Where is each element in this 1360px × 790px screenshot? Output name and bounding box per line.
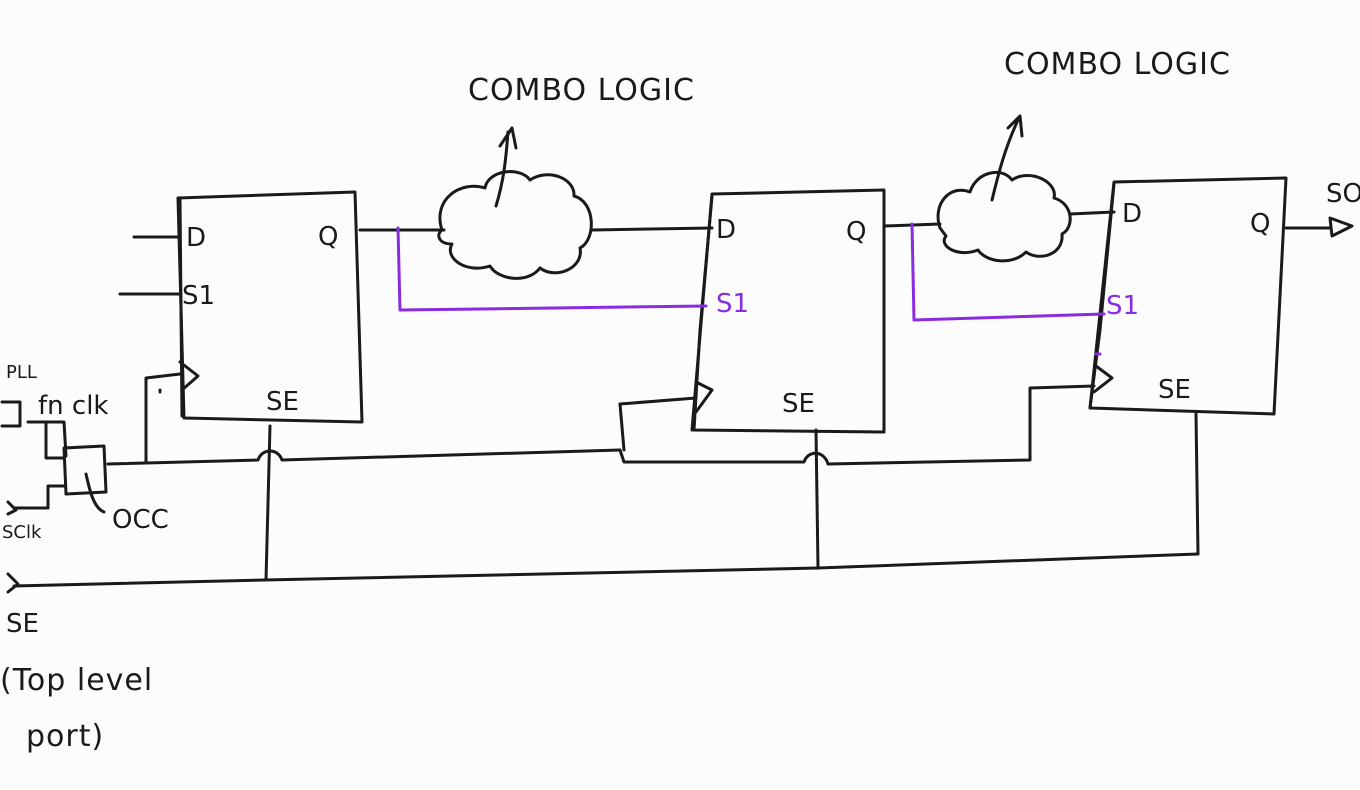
se-port-note-1: (Top level [0, 663, 153, 698]
flop-2-d-label: D [716, 215, 736, 245]
occ-block [12, 420, 108, 514]
se-port-note-2: port) [26, 719, 104, 754]
scan-path-wires [396, 222, 1106, 356]
flop-3-si-label: S1 [1106, 291, 1139, 321]
flop-1-se-label: SE [266, 387, 299, 417]
se-port-label: SE [6, 609, 39, 639]
pll-port [0, 400, 22, 428]
scan-enable-network [6, 412, 1200, 594]
scan-clk-port [6, 500, 18, 516]
scan-clk-label: SClk [2, 522, 42, 543]
flop-1-d-label: D [186, 223, 206, 253]
flop-3-se-label: SE [1158, 375, 1191, 405]
flop-1-si-label: S1 [182, 281, 215, 311]
flop-3: D S1 Q SE [1088, 176, 1288, 416]
flop-1-q-label: Q [318, 222, 338, 252]
flop-2: D S1 Q SE [690, 188, 886, 434]
combo-logic-arrows [494, 114, 1024, 208]
flop-2-si-label: S1 [716, 289, 749, 319]
flop-3-q-label: Q [1250, 209, 1270, 239]
combo-logic-title-2: COMBO LOGIC [1004, 47, 1231, 82]
flop-3-d-label: D [1122, 199, 1142, 229]
func-clk-label: fn clk [38, 391, 108, 421]
flop-2-se-label: SE [782, 389, 815, 419]
occ-label: OCC [112, 505, 169, 535]
scan-out-label: SO [1326, 179, 1360, 209]
pll-label: PLL [6, 362, 37, 383]
flop-2-q-label: Q [846, 217, 866, 247]
combo-logic-cloud-1 [437, 170, 593, 280]
combo-logic-title-1: COMBO LOGIC [468, 73, 695, 108]
flop-1: D S1 Q SE [176, 190, 364, 424]
combo-logic-cloud-2 [936, 170, 1072, 263]
